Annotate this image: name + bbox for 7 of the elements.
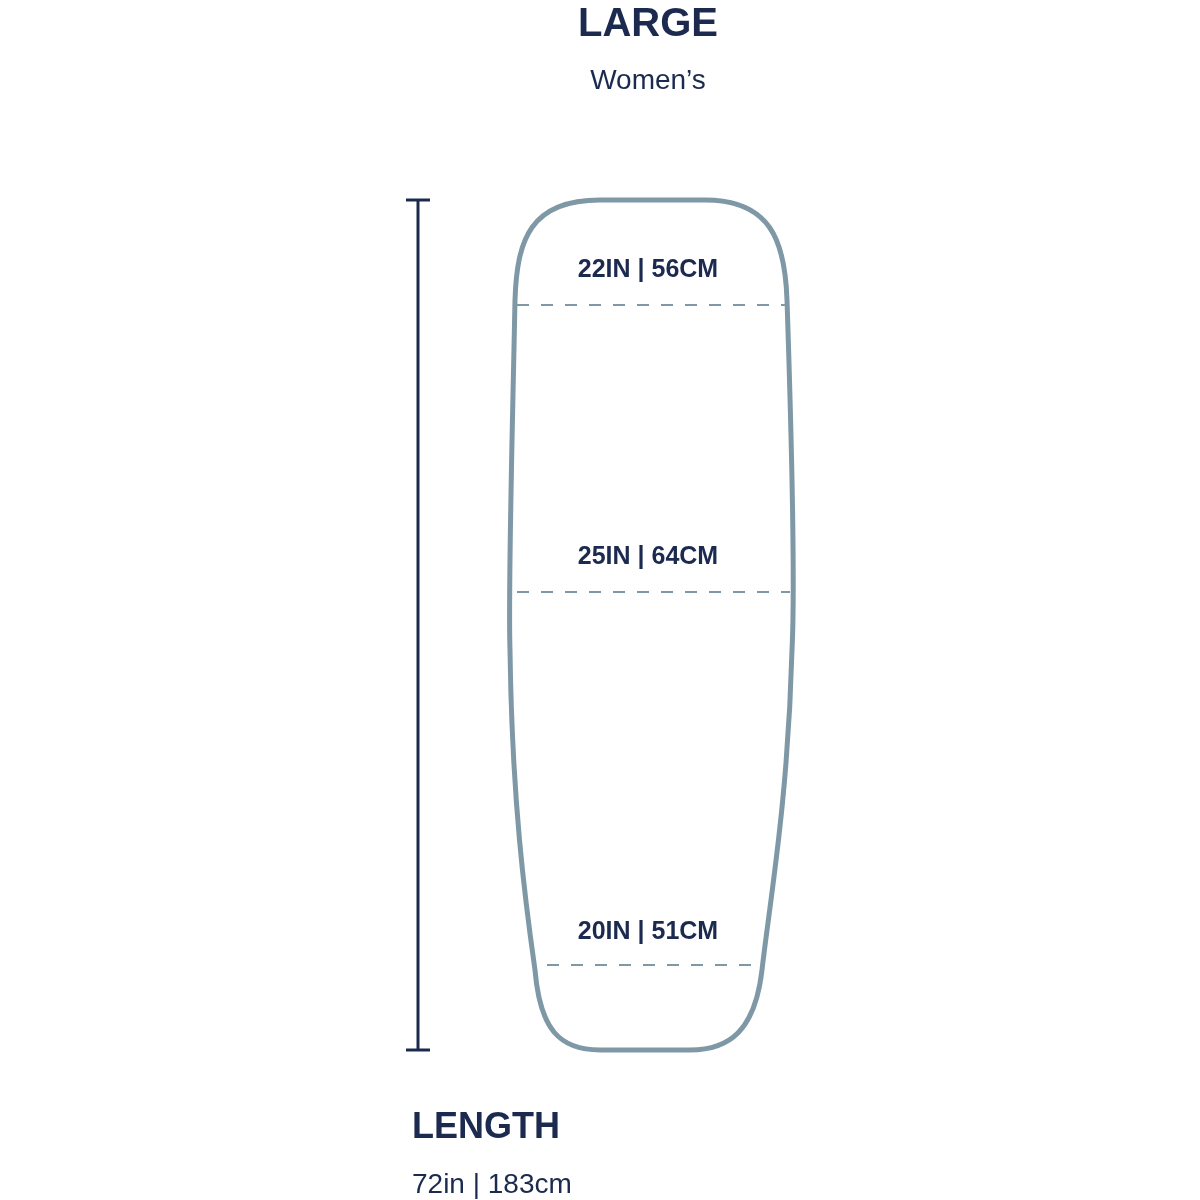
width-dimension: 22IN | 56CM [577,256,719,281]
length-heading: LENGTH [412,1108,560,1144]
length-dimension: 72in | 183cm [412,1170,572,1198]
width-dimension: 25IN | 64CM [577,543,719,568]
title: LARGE [578,2,718,42]
subtitle: Women’s [590,66,706,94]
width-dimension: 20IN | 51CM [577,918,719,943]
